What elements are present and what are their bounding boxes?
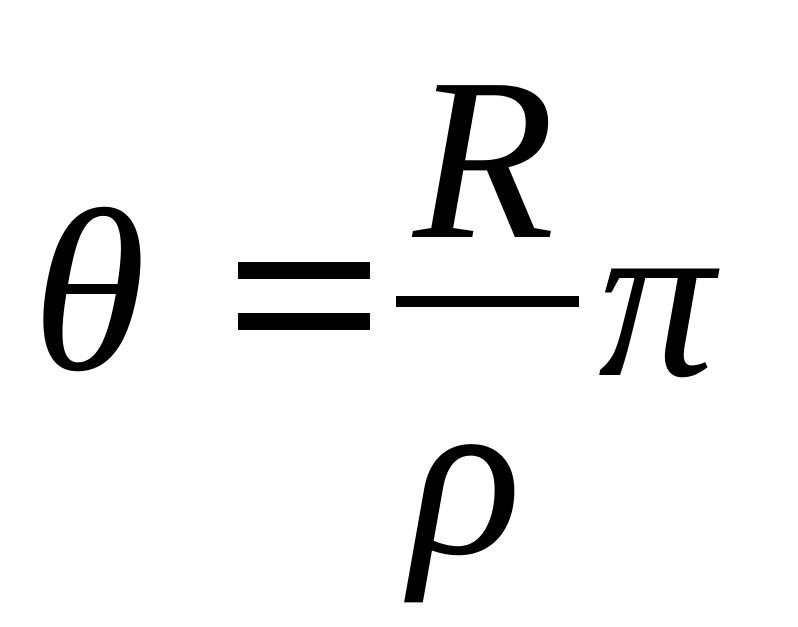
theta-symbol: θ [32,163,146,420]
fraction-denominator: ρ [410,347,522,604]
fraction-bar [396,296,579,307]
fraction-numerator: R [413,31,555,288]
equals-sign-bottom-bar [238,313,370,330]
equals-sign-top-bar [238,262,370,279]
pi-symbol: π [598,169,715,426]
